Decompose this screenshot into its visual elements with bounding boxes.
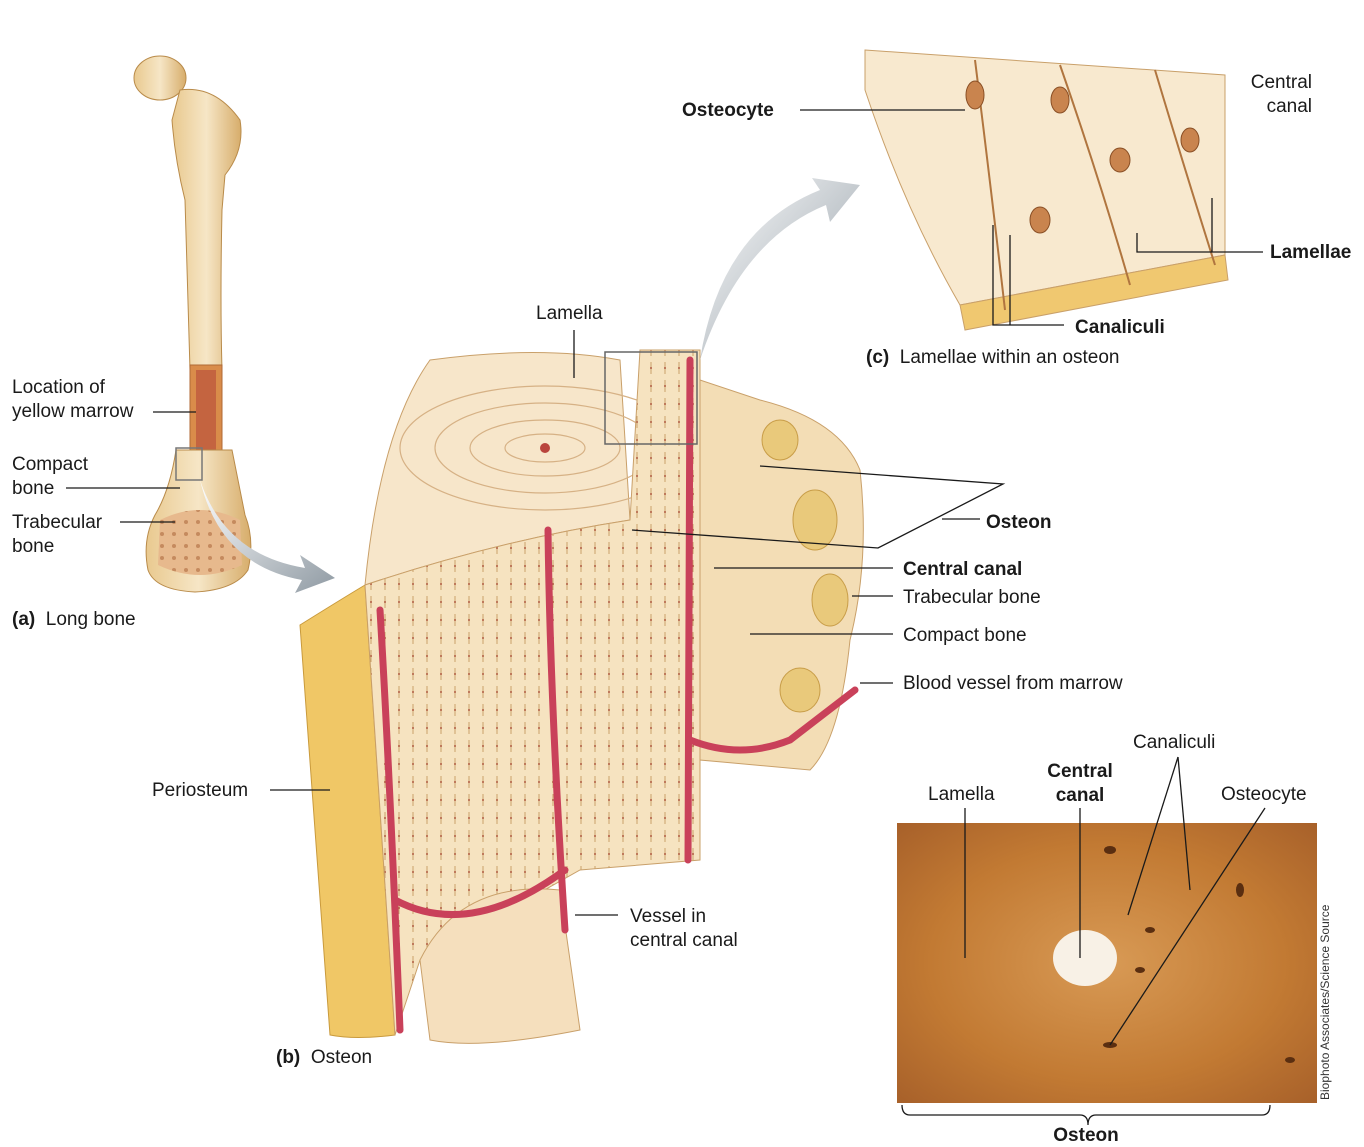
label-trabecular-1: Trabecular xyxy=(12,511,102,534)
label-central-canal: Central canal xyxy=(903,558,1022,581)
label-osteocyte-c: Osteocyte xyxy=(682,99,774,122)
label-lamella: Lamella xyxy=(536,302,603,325)
osteon-block xyxy=(300,350,863,1043)
label-periosteum: Periosteum xyxy=(152,779,248,802)
label-central-m-2: canal xyxy=(1030,784,1130,807)
lamellae-wedge xyxy=(865,50,1228,330)
long-bone xyxy=(134,56,251,592)
label-lamella-m: Lamella xyxy=(928,783,995,806)
caption-c-text: Lamellae within an osteon xyxy=(900,347,1120,368)
osteon-micrograph xyxy=(897,823,1317,1103)
label-compact-1: Compact xyxy=(12,453,88,476)
caption-a: (a) Long bone xyxy=(12,608,136,631)
label-compact-2: bone xyxy=(12,477,54,500)
label-central-c-2: canal xyxy=(1212,95,1312,118)
label-vessel-2: central canal xyxy=(630,929,738,952)
caption-b-letter: (b) xyxy=(276,1047,300,1068)
label-central-m-1: Central xyxy=(1030,760,1130,783)
label-osteon: Osteon xyxy=(986,511,1051,534)
label-trabecular-2: bone xyxy=(12,535,54,558)
label-vessel-1: Vessel in xyxy=(630,905,706,928)
label-canaliculi-m: Canaliculi xyxy=(1133,731,1215,754)
label-trabecular-bone: Trabecular bone xyxy=(903,586,1041,609)
caption-c: (c) Lamellae within an osteon xyxy=(866,346,1120,369)
label-osteon-m: Osteon xyxy=(1036,1124,1136,1147)
caption-b: (b) Osteon xyxy=(276,1046,372,1069)
label-blood-vessel: Blood vessel from marrow xyxy=(903,672,1123,695)
caption-c-letter: (c) xyxy=(866,347,889,368)
label-canaliculi-c: Canaliculi xyxy=(1075,316,1165,339)
label-central-c-1: Central xyxy=(1212,71,1312,94)
photo-credit: Biophoto Associates/Science Source xyxy=(1318,900,1332,1100)
label-compact-bone: Compact bone xyxy=(903,624,1027,647)
label-yellow-marrow-2: yellow marrow xyxy=(12,400,133,423)
caption-a-letter: (a) xyxy=(12,609,35,630)
label-osteocyte-m: Osteocyte xyxy=(1221,783,1307,806)
caption-a-text: Long bone xyxy=(46,609,136,630)
label-lamellae: Lamellae xyxy=(1270,241,1351,264)
caption-b-text: Osteon xyxy=(311,1047,372,1068)
label-yellow-marrow-1: Location of xyxy=(12,376,105,399)
